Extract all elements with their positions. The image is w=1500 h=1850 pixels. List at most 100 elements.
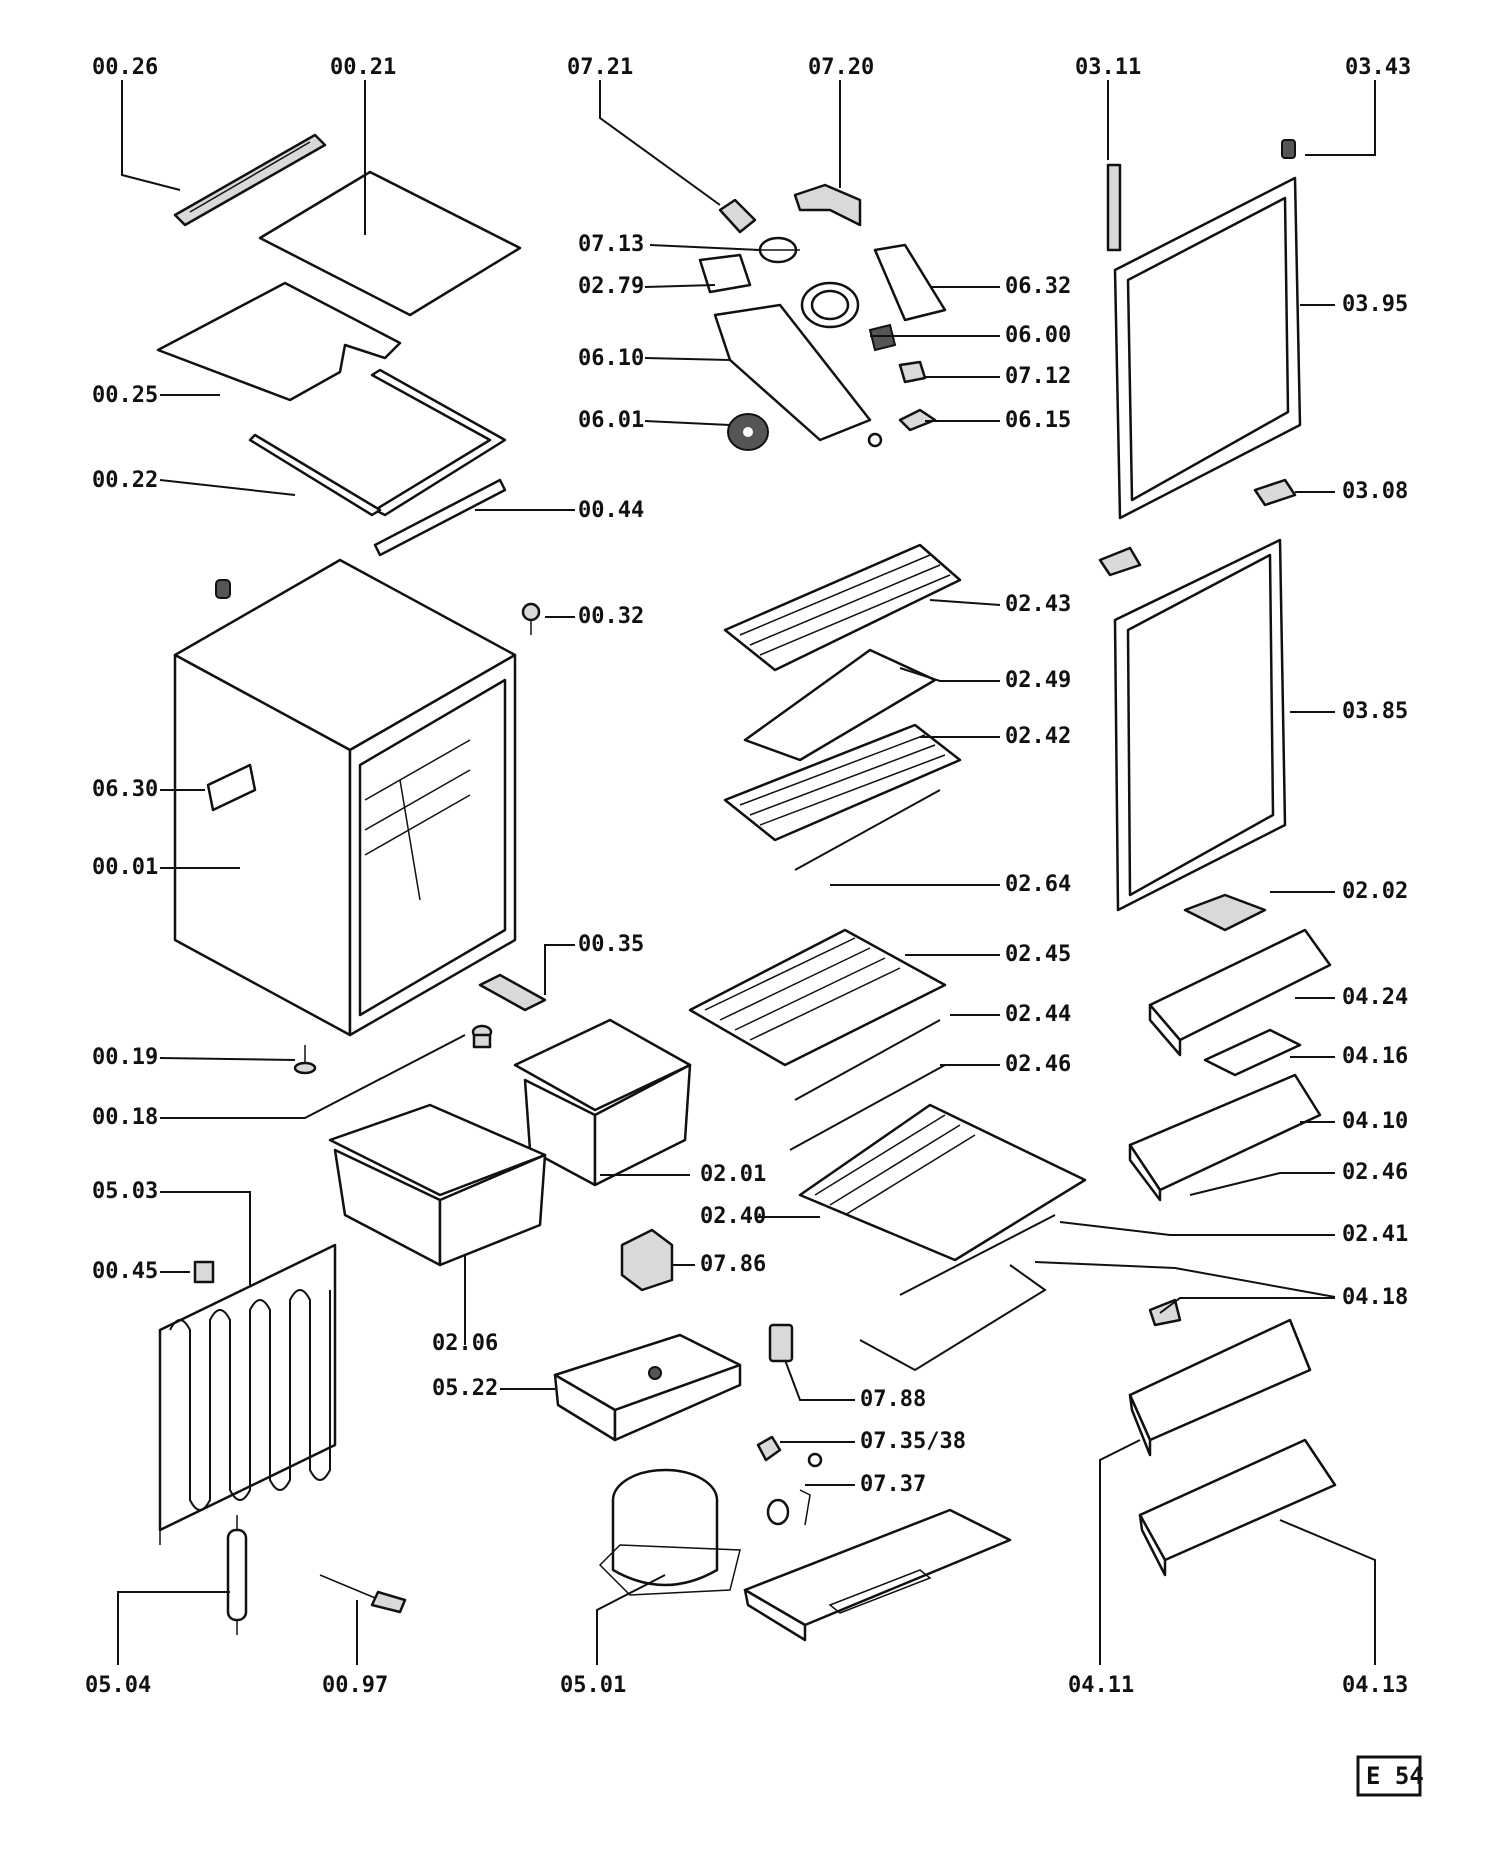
part-overload-protector	[756, 1435, 782, 1462]
part-control-knob	[727, 413, 769, 451]
label-02-49: 02.49	[1005, 668, 1071, 693]
page-code-badge: E 54	[1356, 1755, 1424, 1797]
part-hinge-cap	[1281, 139, 1296, 159]
label-00-44: 00.44	[578, 498, 644, 523]
part-adjustable-foot	[471, 1024, 493, 1049]
label-07-12: 07.12	[1005, 364, 1071, 389]
part-door-bin-lower	[1128, 1318, 1312, 1457]
label-05-03: 05.03	[92, 1179, 158, 1204]
part-condenser	[158, 1243, 337, 1545]
part-terminal	[898, 360, 927, 384]
part-hinge-rod	[1106, 163, 1122, 252]
label-00-18: 00.18	[92, 1105, 158, 1130]
part-bracket-plate	[793, 183, 862, 227]
part-butter-lid	[1183, 893, 1267, 932]
part-screw	[521, 602, 541, 635]
label-02-46-lower: 02.46	[1342, 1160, 1408, 1185]
label-05-04: 05.04	[85, 1673, 151, 1698]
part-egg-tray	[1203, 1028, 1302, 1077]
part-side-plate	[206, 763, 257, 812]
label-00-45: 00.45	[92, 1259, 158, 1284]
part-cabinet	[173, 558, 517, 1037]
label-03-08: 03.08	[1342, 479, 1408, 504]
part-mounting-plate	[873, 243, 947, 322]
part-crisper-drawer-left	[328, 1103, 547, 1267]
label-06-15: 06.15	[1005, 408, 1071, 433]
part-compressor	[598, 1468, 741, 1596]
label-07-13: 07.13	[578, 232, 644, 257]
label-00-01: 00.01	[92, 855, 158, 880]
part-wire-shelf-upper	[723, 723, 962, 842]
label-02-40: 02.40	[700, 1204, 766, 1229]
part-clip	[766, 1489, 811, 1526]
leader-lines	[117, 80, 1376, 1665]
label-04-10: 04.10	[1342, 1109, 1408, 1134]
part-insulation-plate	[156, 281, 402, 402]
label-06-30: 06.30	[92, 777, 158, 802]
label-07-86: 07.86	[700, 1252, 766, 1277]
label-07-35-38: 07.35/38	[860, 1429, 966, 1454]
label-02-01: 02.01	[700, 1162, 766, 1187]
part-door-bin-bottom	[1138, 1438, 1337, 1577]
label-02-79: 02.79	[578, 274, 644, 299]
label-03-43: 03.43	[1345, 55, 1411, 80]
part-shelf-bar-a	[794, 1019, 941, 1101]
label-06-01: 06.01	[578, 408, 644, 433]
label-00-26: 00.26	[92, 55, 158, 80]
label-03-95: 03.95	[1342, 292, 1408, 317]
part-filter-drier	[226, 1515, 248, 1635]
label-06-32: 06.32	[1005, 274, 1071, 299]
part-shelf-rod-b	[859, 1264, 1047, 1372]
part-crisper-drawer-right	[513, 1018, 692, 1187]
label-02-45: 02.45	[1005, 942, 1071, 967]
label-04-24: 04.24	[1342, 985, 1408, 1010]
label-04-16: 04.16	[1342, 1044, 1408, 1069]
label-02-43: 02.43	[1005, 592, 1071, 617]
part-cable-plug	[319, 1574, 407, 1614]
label-07-21: 07.21	[567, 55, 633, 80]
part-knob-shaft	[755, 236, 800, 264]
label-02-02: 02.02	[1342, 879, 1408, 904]
part-door-bin-middle	[1128, 1073, 1322, 1202]
label-07-20: 07.20	[808, 55, 874, 80]
part-door-shelf-top	[1148, 928, 1332, 1057]
label-03-85: 03.85	[1342, 699, 1408, 724]
part-bottom-bracket	[478, 973, 547, 1012]
label-05-22: 05.22	[432, 1376, 498, 1401]
label-00-21: 00.21	[330, 55, 396, 80]
label-03-11: 03.11	[1075, 55, 1141, 80]
part-shelf-rail	[794, 789, 941, 871]
part-relay-block	[620, 1228, 674, 1292]
label-02-42: 02.42	[1005, 724, 1071, 749]
part-top-plate	[258, 170, 522, 317]
label-02-44: 02.44	[1005, 1002, 1071, 1027]
label-04-13: 04.13	[1342, 1673, 1408, 1698]
part-hinge-pin-small	[215, 579, 231, 599]
label-02-06: 02.06	[432, 1331, 498, 1356]
part-washer	[867, 432, 883, 448]
part-lamp-holder	[718, 198, 757, 234]
part-door-hinge-bottom	[1253, 478, 1297, 507]
label-00-19: 00.19	[92, 1045, 158, 1070]
page-code: E 54	[1366, 1762, 1424, 1790]
label-00-22: 00.22	[92, 468, 158, 493]
part-wire-shelf-middle	[688, 928, 947, 1067]
label-00-25: 00.25	[92, 383, 158, 408]
part-evaporation-tray	[553, 1333, 742, 1442]
label-04-11: 04.11	[1068, 1673, 1134, 1698]
label-05-01: 05.01	[560, 1673, 626, 1698]
label-07-88: 07.88	[860, 1387, 926, 1412]
part-door-outer	[1113, 176, 1302, 520]
part-door-gasket	[1113, 538, 1287, 912]
part-shelf-bar-b	[789, 1064, 946, 1151]
part-foot	[293, 1045, 317, 1075]
part-switch	[868, 323, 897, 352]
part-shelf-rod-a	[899, 1214, 1056, 1296]
label-02-41: 02.41	[1342, 1222, 1408, 1247]
label-07-37: 07.37	[860, 1472, 926, 1497]
part-top-frame	[248, 368, 507, 557]
part-control-housing	[713, 303, 872, 442]
label-06-10: 06.10	[578, 346, 644, 371]
part-compressor-base-plate	[743, 1508, 1012, 1642]
